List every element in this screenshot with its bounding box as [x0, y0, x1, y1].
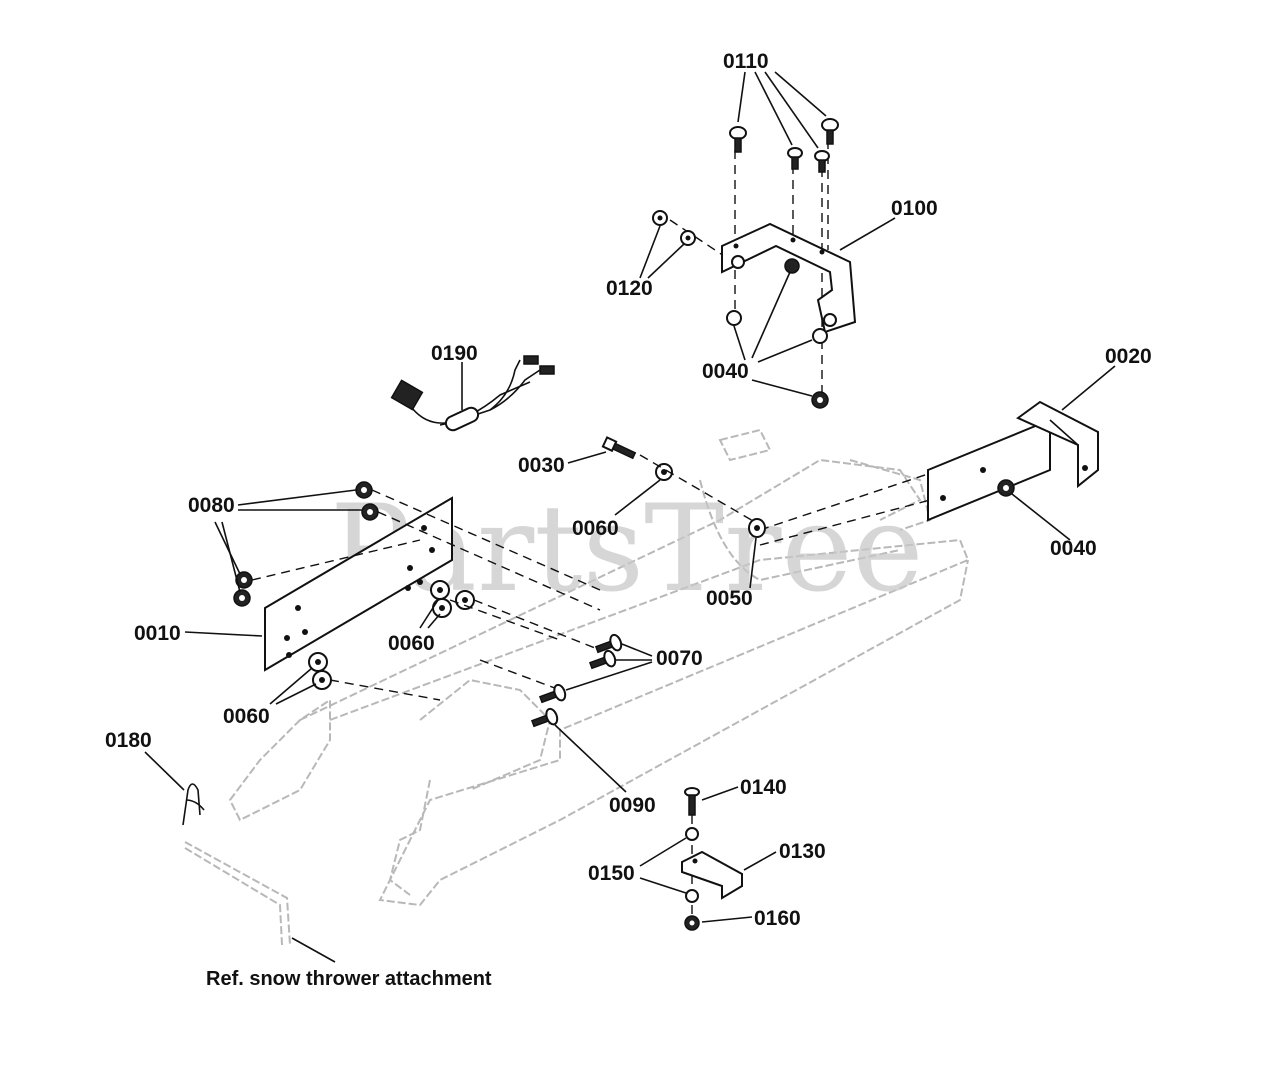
label-0060-lower: 0060: [223, 705, 270, 728]
rear-bracket-0020: [927, 400, 1099, 522]
label-0140: 0140: [740, 776, 787, 799]
washer-0120-group: [652, 210, 696, 246]
label-0120: 0120: [606, 277, 653, 300]
label-0030: 0030: [518, 454, 565, 477]
label-0020: 0020: [1105, 345, 1152, 368]
bolt-0030: [601, 436, 637, 460]
label-0190: 0190: [431, 342, 478, 365]
washer-0060-group: [308, 463, 673, 690]
wire-harness-0190: [390, 355, 555, 432]
label-0010: 0010: [134, 622, 181, 645]
hardware-0140-0160: [684, 787, 700, 931]
bracket-plate-0130: [681, 850, 743, 900]
tractor-frame-outline: [228, 428, 970, 907]
upper-bracket-0100: [721, 222, 857, 334]
leader-lines: [144, 71, 1116, 963]
label-0070: 0070: [656, 647, 703, 670]
label-0060-upper: 0060: [572, 517, 619, 540]
carriage-bolt-group: [530, 633, 623, 728]
nut-0040-group: [726, 310, 829, 409]
label-0180: 0180: [105, 729, 152, 752]
label-0110: 0110: [723, 50, 769, 73]
label-0160: 0160: [754, 907, 801, 930]
label-0130: 0130: [779, 840, 826, 863]
nut-0080-group: [233, 481, 379, 607]
reference-note: Ref. snow thrower attachment: [206, 968, 492, 990]
bolt-0110-group: [729, 118, 839, 173]
label-0100: 0100: [891, 197, 938, 220]
spacer-0050: [748, 518, 766, 538]
label-0050: 0050: [706, 587, 753, 610]
label-0040-upper: 0040: [702, 360, 749, 383]
snow-thrower-rod: [184, 841, 291, 946]
label-0080: 0080: [188, 494, 235, 517]
label-0040-right: 0040: [1050, 537, 1097, 560]
label-0060-middle: 0060: [388, 632, 435, 655]
label-0090: 0090: [609, 794, 656, 817]
hairpin-clip-0180: [182, 783, 205, 826]
front-plate-0010: [264, 496, 453, 672]
label-0150: 0150: [588, 862, 635, 885]
